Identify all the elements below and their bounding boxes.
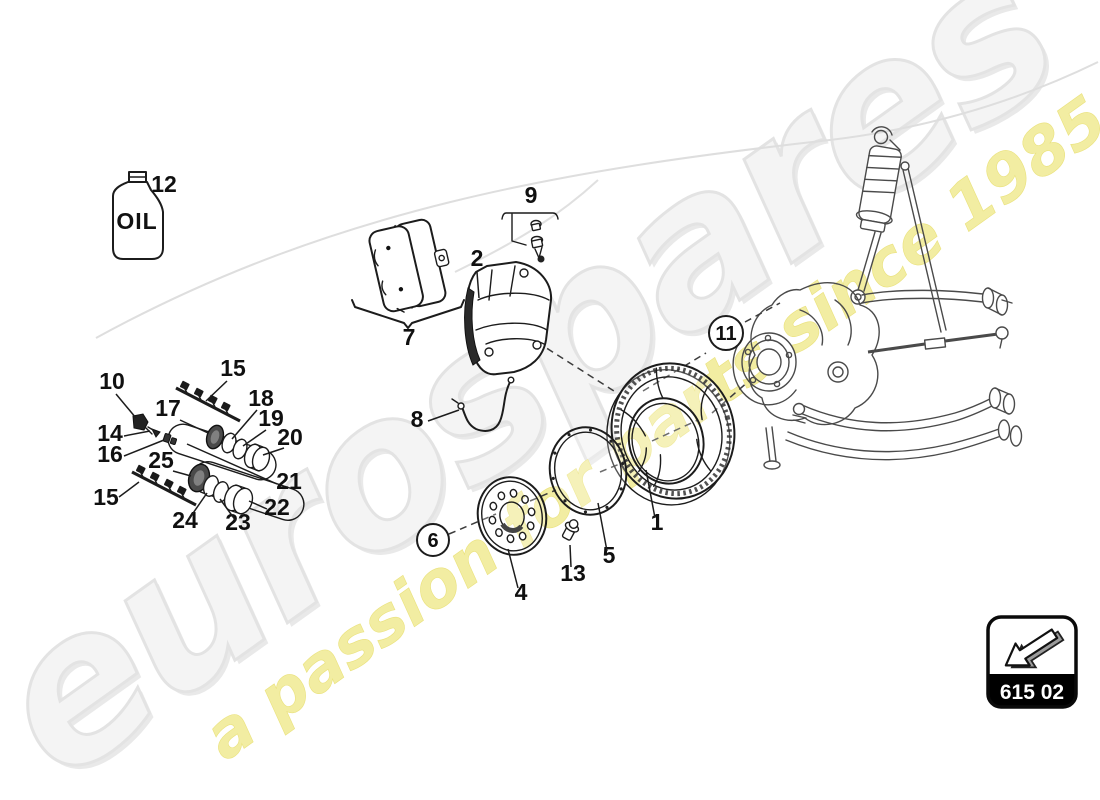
leader-22: [248, 500, 268, 510]
callout-1[interactable]: 1: [651, 509, 664, 535]
callout-2[interactable]: 2: [471, 245, 484, 271]
callout-17[interactable]: 17: [155, 395, 181, 421]
suspension-assembly-drawing: [732, 126, 1023, 470]
callout-14[interactable]: 14: [97, 420, 123, 446]
oil-text: OIL: [116, 208, 157, 234]
leader-14: [123, 430, 151, 437]
leader-17: [179, 419, 209, 434]
bleeder-valve-drawing: [501, 212, 559, 259]
callout-21[interactable]: 21: [276, 468, 302, 494]
callout-12[interactable]: 12: [151, 171, 177, 197]
leader-25: [172, 470, 192, 477]
callout-19[interactable]: 19: [258, 405, 284, 431]
callout-10[interactable]: 10: [99, 368, 125, 394]
brake-pads-drawing: [368, 218, 450, 313]
oil-jug-drawing: OIL: [112, 171, 164, 260]
callout-7[interactable]: 7: [403, 324, 416, 350]
callout-9[interactable]: 9: [525, 182, 538, 208]
leader-8: [427, 409, 460, 422]
leader-23: [219, 498, 237, 522]
leader-10: [115, 393, 137, 419]
leader-18: [231, 409, 258, 440]
leader-13: [569, 544, 572, 568]
leader-15b: [118, 481, 140, 498]
hub-plate-drawing: [476, 476, 548, 556]
circled-callout-11[interactable]: 11: [708, 315, 744, 351]
brake-pipe-drawing: [451, 376, 515, 432]
leader-24: [188, 492, 208, 520]
brake-disc-drawing: [606, 362, 736, 506]
bolt-drawing: [561, 519, 580, 541]
badge-615-02[interactable]: 615 02: [986, 615, 1078, 709]
callout-6: 6: [427, 530, 438, 552]
swoosh-curve-long: [95, 61, 1099, 339]
callout-15a[interactable]: 15: [220, 355, 246, 381]
leader-19: [242, 429, 267, 447]
badge-band: [988, 674, 1076, 707]
brake-caliper-drawing: [464, 255, 553, 376]
caliper-piston-kit-top-drawing: [167, 423, 277, 481]
callout-16[interactable]: 16: [97, 441, 123, 467]
leader-15a: [205, 380, 228, 402]
leader-21: [186, 443, 278, 485]
leader-4: [507, 548, 519, 589]
circled-callout-6[interactable]: 6: [416, 523, 450, 557]
callout-18[interactable]: 18: [248, 385, 274, 411]
callout-8[interactable]: 8: [411, 406, 424, 432]
retaining-ring-drawing: [548, 426, 628, 516]
callout-5[interactable]: 5: [603, 542, 616, 568]
leader-16: [123, 439, 165, 457]
bracket-7: [351, 299, 465, 329]
callout-23[interactable]: 23: [225, 509, 251, 535]
callout-15b[interactable]: 15: [93, 484, 119, 510]
screw-part-14-drawing: [147, 426, 161, 438]
callout-13[interactable]: 13: [560, 560, 586, 586]
badge-code: 615 02: [1000, 681, 1064, 704]
arrow-up-left-icon: [1004, 628, 1065, 669]
callout-25[interactable]: 25: [148, 447, 174, 473]
leader-2: [476, 271, 480, 299]
callout-20[interactable]: 20: [277, 424, 303, 450]
pad-clip-rail-top-drawing: [175, 380, 241, 423]
leader-1: [645, 469, 656, 519]
pad-clip-rail-bottom-drawing: [131, 464, 197, 507]
fitting-part-16-drawing: [162, 433, 178, 446]
leader-5: [597, 502, 608, 552]
leader-20: [262, 447, 285, 456]
callout-11: 11: [715, 323, 736, 345]
callout-22[interactable]: 22: [264, 494, 290, 520]
